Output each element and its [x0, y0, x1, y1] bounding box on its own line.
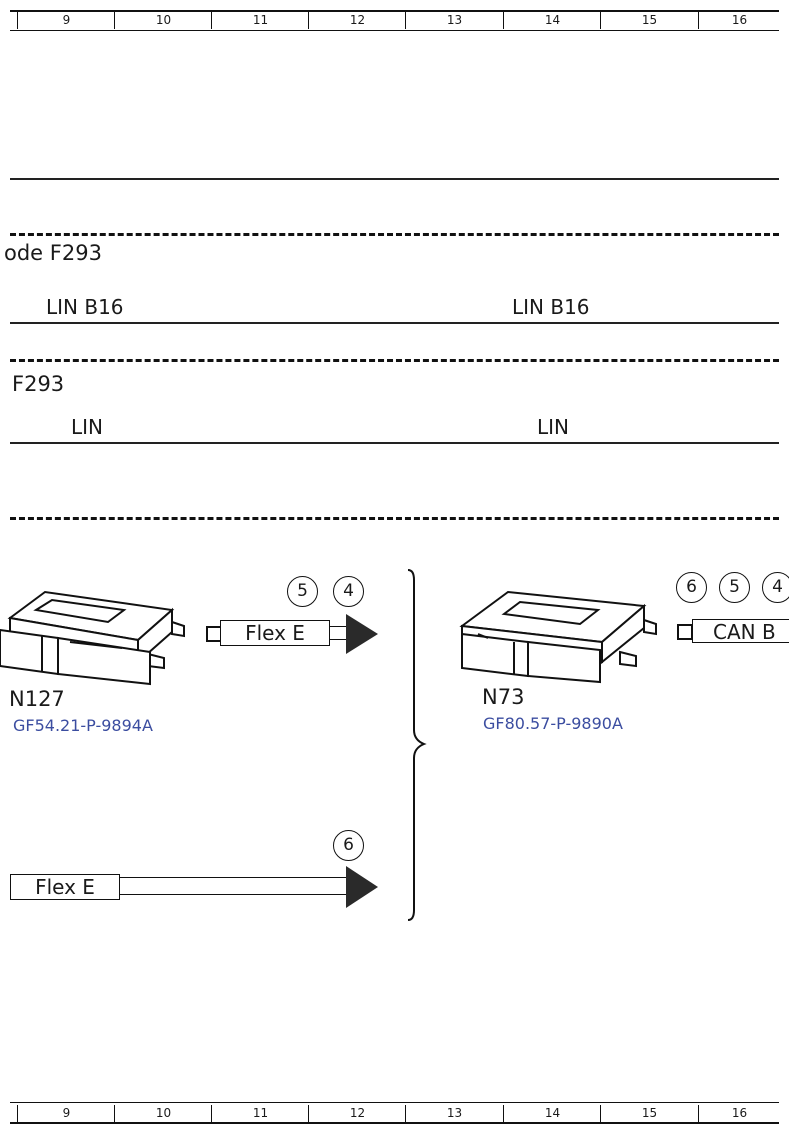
ruler-column-13: 13: [405, 1105, 503, 1122]
control-unit-n73-icon: [459, 590, 657, 684]
ruler-column-14: 14: [503, 1105, 601, 1122]
reference-circle-6-right[interactable]: 6: [676, 572, 707, 603]
arrow-right-icon: [346, 614, 378, 654]
connector-stub-icon-right: [677, 624, 693, 640]
top-grid-ruler: 9 10 11 12 13 14 15 16: [0, 8, 789, 32]
ruler-bottom-border: [10, 30, 779, 31]
flex-e-bus-label-lower: Flex E: [10, 874, 120, 900]
bottom-grid-ruler: 9 10 11 12 13 14 15 16: [0, 1101, 789, 1125]
ruler-top-border: [10, 10, 779, 12]
dash-dot-boundary-2: [10, 359, 779, 362]
ruler-column-14: 14: [503, 12, 601, 29]
diagnostic-mode-label: ode F293: [4, 241, 102, 265]
lin-bus-line: [10, 442, 779, 444]
dash-dot-boundary-1: [10, 233, 779, 236]
lin-b16-label-right: LIN B16: [512, 295, 590, 319]
ruler-column-16: 16: [698, 1105, 780, 1122]
ruler-bottom-border: [10, 1122, 779, 1124]
flex-e-bus-line-lower: [116, 877, 348, 895]
grouping-brace-icon: [407, 569, 427, 921]
ruler-column-11: 11: [211, 1105, 309, 1122]
ruler-column-16: 16: [698, 12, 780, 29]
arrow-right-icon-lower: [346, 866, 378, 908]
ruler-column-15: 15: [600, 12, 698, 29]
can-b-bus-label: CAN B: [692, 619, 789, 644]
ruler-column-12: 12: [308, 1105, 406, 1122]
module-n127-reference-link[interactable]: GF54.21-P-9894A: [13, 716, 153, 735]
ruler-column-10: 10: [114, 12, 212, 29]
ruler-column-11: 11: [211, 12, 309, 29]
reference-circle-4-left[interactable]: 4: [333, 576, 364, 607]
module-n127-name: N127: [9, 687, 65, 711]
control-unit-n127-icon: [0, 590, 185, 686]
module-n73-reference-link[interactable]: GF80.57-P-9890A: [483, 714, 623, 733]
ruler-column-9: 9: [17, 1105, 115, 1122]
ruler-column-9: 9: [17, 12, 115, 29]
lin-label-right: LIN: [537, 415, 570, 439]
ruler-column-15: 15: [600, 1105, 698, 1122]
f293-label: F293: [12, 372, 65, 396]
reference-circle-4-right[interactable]: 4: [762, 572, 789, 603]
lin-b16-bus-line: [10, 322, 779, 324]
ruler-column-10: 10: [114, 1105, 212, 1122]
dash-dot-boundary-3: [10, 517, 779, 520]
ruler-column-13: 13: [405, 12, 503, 29]
reference-circle-5-left[interactable]: 5: [287, 576, 318, 607]
reference-circle-5-right[interactable]: 5: [719, 572, 750, 603]
lin-label-left: LIN: [71, 415, 104, 439]
ruler-column-12: 12: [308, 12, 406, 29]
flex-e-bus-label-upper: Flex E: [220, 620, 330, 646]
module-n73-name: N73: [482, 685, 525, 709]
reference-circle-6-lower[interactable]: 6: [333, 830, 364, 861]
ruler-top-border: [10, 1102, 779, 1103]
section-divider-line: [10, 178, 779, 180]
lin-b16-label-left: LIN B16: [46, 295, 124, 319]
